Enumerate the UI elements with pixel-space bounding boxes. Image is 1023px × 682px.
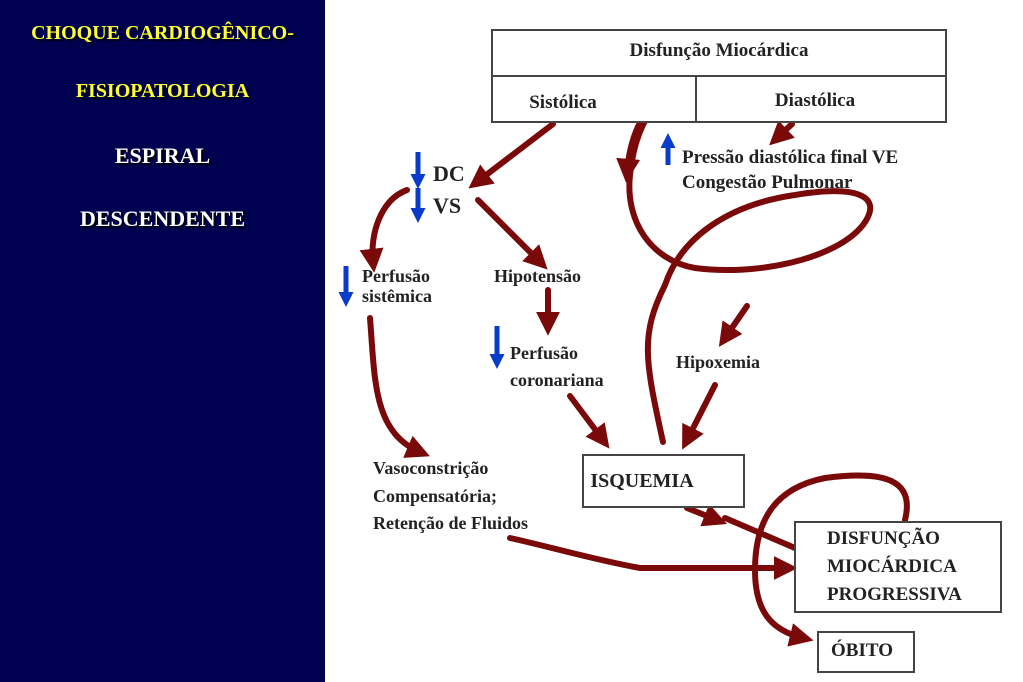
diagram-arrows (338, 72, 910, 647)
hypotension-label: Hipotensão (494, 266, 582, 286)
diastolic-box (695, 75, 947, 123)
diagram-canvas: Disfunção Miocárdica Sistólica Diastólic… (325, 0, 1023, 682)
arrow-diastolic-to-pressure (769, 120, 795, 146)
lvedp-label: Pressão diastólica final VE (682, 147, 899, 168)
hypoxemia-label: Hipoxemia (676, 352, 760, 372)
arrow-ischemia-to-progressive (684, 503, 728, 527)
arrow-to-hypoxemia (718, 303, 750, 347)
progressive-line1: DISFUNÇÃO (827, 528, 940, 549)
sidebar: CHOQUE CARDIOGÊNICO- FISIOPATOLOGIA ESPI… (0, 0, 325, 682)
progressive-line2: MIOCÁRDICA (827, 556, 957, 577)
arrow-hypoxemia-to-ischemia (682, 382, 718, 450)
slide-title-line2: FISIOPATOLOGIA (75, 80, 250, 102)
vasoconstriction-line2: Compensatória; (373, 486, 497, 506)
arrow-perfusion-to-vasoconstriction (367, 315, 430, 458)
arrow-vasoconstriction-to-progressive (507, 535, 798, 580)
coronary-perfusion-line1: Perfusão (510, 343, 578, 363)
death-box (817, 631, 915, 673)
systolic-label: Sistólica (529, 92, 597, 113)
ischemia-label: ISQUEMIA (590, 470, 694, 492)
progressive-dysfunction-box (794, 521, 1002, 613)
diastolic-label: Diastólica (774, 90, 856, 111)
slide-subtitle-line2: DESCENDENTE (79, 206, 246, 231)
systemic-perfusion-line1: Perfusão (362, 266, 430, 286)
vasoconstriction-line1: Vasoconstrição (373, 458, 489, 478)
vasoconstriction-line3: Retenção de Fluidos (373, 513, 528, 533)
ischemia-box (582, 454, 745, 508)
systemic-perfusion-line2: sistêmica (362, 286, 432, 306)
arrow-systolic-to-dc (468, 121, 556, 189)
progressive-line3: PROGRESSIVA (827, 584, 962, 605)
slide-subtitle-line1: ESPIRAL (114, 143, 211, 168)
coronary-perfusion-line2: coronariana (510, 370, 604, 390)
dc-label: DC (433, 161, 465, 186)
congestion-label: Congestão Pulmonar (682, 172, 853, 193)
slide-title-line1: CHOQUE CARDIOGÊNICO- (31, 22, 294, 44)
death-label: ÓBITO (831, 640, 893, 661)
vs-label: VS (433, 193, 462, 218)
arrow-coronary-to-ischemia (567, 393, 610, 449)
arrow-spiral-loop (626, 72, 874, 445)
arrow-progressive-loop (751, 472, 910, 647)
systolic-box (491, 75, 697, 123)
arrow-vs-to-hypotension (475, 197, 548, 270)
myocardial-dysfunction-label: Disfunção Miocárdica (629, 40, 809, 61)
arrow-dc-to-perfusion (359, 187, 410, 273)
